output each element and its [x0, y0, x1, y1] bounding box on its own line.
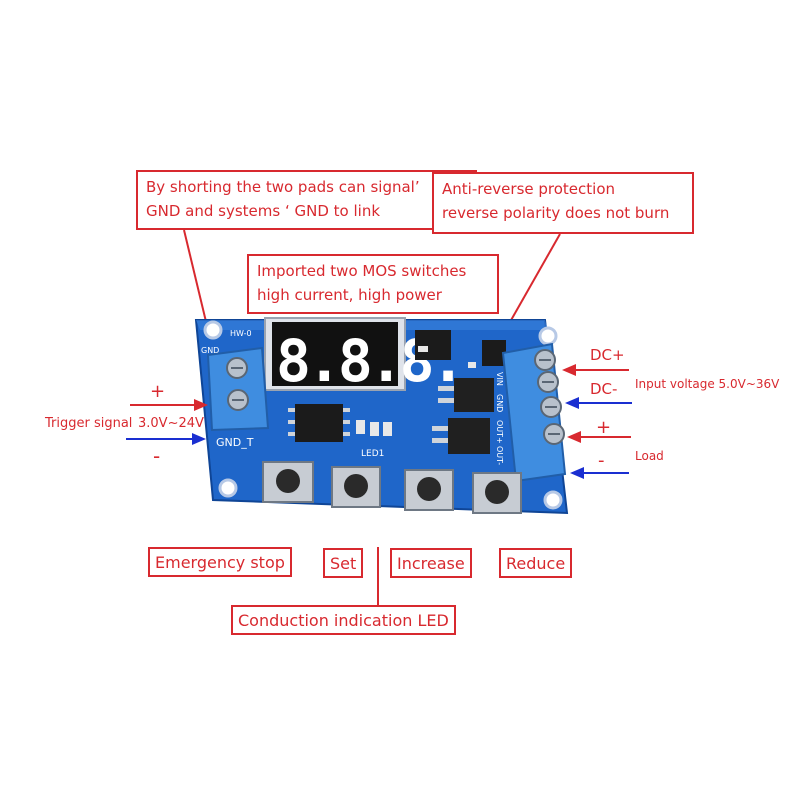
- reduce-tactile-button: [472, 472, 522, 514]
- dc-plus-arrowhead: [562, 364, 576, 376]
- set-tactile-button: [331, 466, 381, 508]
- silk-out-minus: OUT-: [495, 446, 504, 465]
- silk-gnd-power: GND: [495, 394, 504, 412]
- trigger-signal-label: Trigger signal: [45, 416, 133, 431]
- leader-line-shorting: [183, 229, 209, 331]
- callout-anti-reverse: Anti-reverse protection reverse polarity…: [432, 172, 694, 234]
- emergency-stop-label: Emergency stop: [148, 547, 292, 577]
- trigger-plus-arrowhead: [194, 399, 208, 411]
- emergency-stop-tactile-button: [262, 461, 314, 503]
- trigger-terminal-block: [206, 346, 270, 432]
- trigger-voltage-label: 3.0V~24V: [138, 416, 204, 431]
- power-terminal-block: [501, 342, 567, 483]
- trigger-minus-arrowhead: [192, 433, 206, 445]
- increase-tactile-button: [404, 469, 454, 511]
- callout-mos-switches: Imported two MOS switches high current, …: [247, 254, 499, 314]
- set-label: Set: [323, 548, 364, 578]
- trigger-plus-label: +: [150, 381, 166, 402]
- dc-minus-label: DC-: [590, 380, 618, 398]
- callout-shorting-line2: GND and systems ‘ GND to link: [146, 202, 381, 220]
- silk-model: HW-0: [230, 329, 252, 338]
- dc-plus-label: DC+: [590, 346, 625, 364]
- load-plus-label: +: [596, 417, 612, 438]
- increase-label: Increase: [390, 548, 472, 578]
- seven-segment-display: [264, 317, 406, 391]
- mounting-hole: [538, 326, 558, 346]
- controller-chip: [415, 330, 451, 360]
- smd-components: [356, 346, 476, 436]
- callout-mos-line2: high current, high power: [257, 286, 442, 304]
- load-minus-label: -: [598, 450, 605, 471]
- silk-vin: VIN: [495, 372, 504, 386]
- silk-out-plus: OUT+: [495, 420, 504, 444]
- callout-mos-line1: Imported two MOS switches: [257, 262, 467, 280]
- conduction-led-label: Conduction indication LED: [231, 605, 456, 635]
- dc-minus-arrowhead: [565, 397, 579, 409]
- mounting-hole: [218, 478, 238, 498]
- mos-switch-1: [438, 378, 494, 412]
- callout-signal-gnd-shorting: By shorting the two pads can signal’ GND…: [136, 170, 477, 230]
- silk-gnd-top: GND: [201, 346, 219, 355]
- mos-switch-2: [432, 418, 490, 454]
- mounting-hole: [203, 320, 223, 340]
- leader-line-antireverse: [509, 233, 561, 323]
- silk-led1: LED1: [361, 449, 384, 459]
- optocoupler-chip: [288, 404, 350, 442]
- silk-gnd-t: GND_T: [216, 436, 254, 449]
- load-plus-arrowhead: [567, 431, 581, 443]
- callout-antireverse-line1: Anti-reverse protection: [442, 180, 616, 198]
- mounting-hole: [543, 490, 563, 510]
- callout-antireverse-line2: reverse polarity does not burn: [442, 204, 670, 222]
- reduce-label: Reduce: [499, 548, 573, 578]
- input-voltage-label: Input voltage 5.0V~36V: [635, 377, 780, 391]
- trigger-minus-label: -: [153, 444, 161, 468]
- load-minus-arrowhead: [570, 467, 584, 479]
- load-label: Load: [635, 449, 664, 463]
- callout-shorting-line1: By shorting the two pads can signal’: [146, 178, 420, 196]
